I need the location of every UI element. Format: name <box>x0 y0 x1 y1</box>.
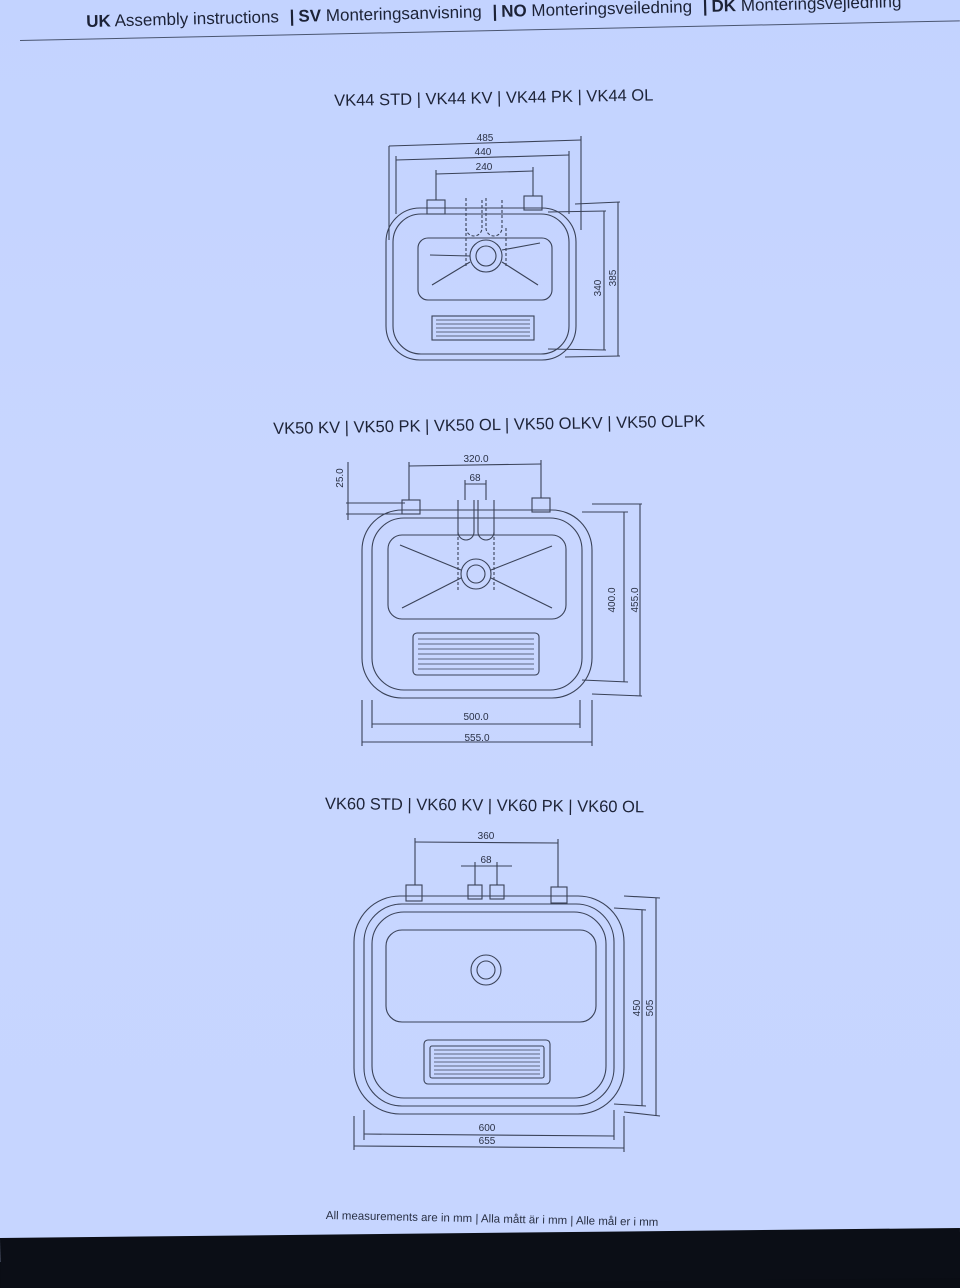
vk50-dim-320: 320.0 <box>463 454 488 465</box>
vk44-drain-icon <box>469 239 503 273</box>
vk50-basin <box>387 534 567 620</box>
vk60-dim-360: 360 <box>478 831 495 842</box>
vk60-dim-600: 600 <box>479 1123 496 1134</box>
vk44-dim-385: 385 <box>608 269 619 286</box>
instruction-sheet: UK Assembly instructions |SV Monteringsa… <box>0 0 960 1262</box>
vk60-drain-icon <box>470 954 502 986</box>
vk50-grille <box>412 632 540 676</box>
vk44-dim-485: 485 <box>477 133 494 144</box>
vk44-dim-440: 440 <box>475 147 492 158</box>
vk50-dim-25: 25.0 <box>335 468 346 488</box>
technical-drawings: 485 440 240 340 385 25.0 320.0 68 400.0 … <box>335 133 661 1152</box>
vk50-drawing <box>346 460 643 746</box>
vk44-dim-340: 340 <box>593 279 604 296</box>
vk50-dim-555: 555.0 <box>464 733 489 744</box>
vk44-grille <box>431 315 535 341</box>
vk60-dim-655: 655 <box>479 1136 496 1147</box>
vk44-tap-left <box>426 199 446 215</box>
vk60-tap-center-right <box>489 884 505 900</box>
vk44-basin <box>417 237 553 301</box>
vk50-dim-455: 455.0 <box>630 587 641 612</box>
vk50-drain-icon <box>460 558 492 590</box>
vk60-sink-outline <box>353 895 625 1115</box>
vk60-tap-left <box>405 884 423 902</box>
vk60-dim-450: 450 <box>632 999 643 1016</box>
vk60-drawing <box>353 838 661 1152</box>
vk50-dim-400: 400.0 <box>607 587 618 612</box>
vk50-tap-left <box>401 499 421 515</box>
vk44-drawing <box>385 136 621 361</box>
vk60-basin <box>385 929 597 1023</box>
vk50-dim-68: 68 <box>469 473 481 484</box>
vk60-tap-right <box>550 886 568 904</box>
vk60-dim-505: 505 <box>645 999 656 1016</box>
vk44-dim-240: 240 <box>476 162 493 173</box>
vk60-tap-center-left <box>467 884 483 900</box>
vk44-sink-outline <box>385 207 577 361</box>
table-surface <box>0 1227 960 1288</box>
vk60-dim-68: 68 <box>480 855 492 866</box>
vk50-sink-outline <box>361 509 593 699</box>
vk50-dim-500: 500.0 <box>463 712 488 723</box>
vk60-grille <box>423 1039 551 1085</box>
